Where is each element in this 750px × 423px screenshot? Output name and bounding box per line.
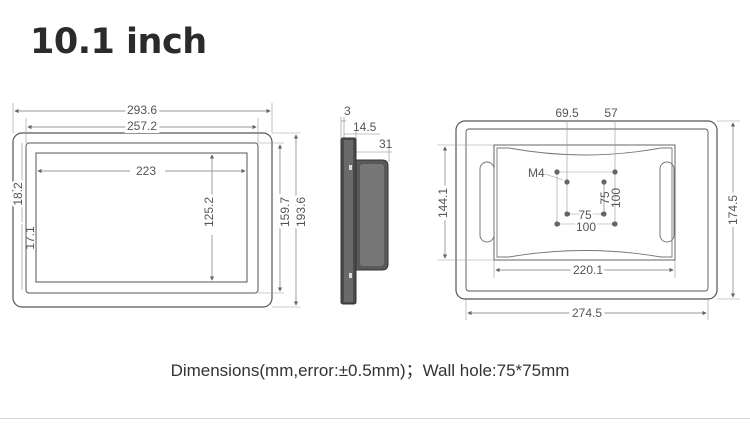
front-height-screen: 125.2 [202,197,216,227]
back-view [437,120,740,320]
front-outer-frame [12,132,273,308]
back-hole-75-v: 75 [598,191,612,205]
back-hole-x-a: 69.5 [555,106,579,120]
hole-100-br [612,221,618,227]
bottom-divider [0,418,750,419]
vesa-holes [554,169,618,227]
back-hole-x-b: 57 [604,106,618,120]
back-hole-75-h: 75 [578,208,592,222]
back-hole-100-v: 100 [609,188,623,208]
page-title: 10.1 inch [30,22,207,62]
hole-100-tr [612,169,618,175]
hole-75-bl [564,211,570,217]
hole-75-br [601,211,607,217]
back-outer-frame [455,120,718,300]
back-outer-height: 174.5 [726,195,740,225]
hole-75-tl [564,179,570,185]
back-hole-100-h: 100 [576,220,596,234]
side-dim-c: 31 [379,137,393,151]
front-width-outer: 293.6 [127,103,157,117]
back-handle-left [479,161,495,243]
back-handle-right [659,161,675,243]
side-dim-b: 14.5 [353,120,377,134]
side-view [340,117,392,305]
back-outer-width: 274.5 [572,306,602,320]
front-width-bezel: 257.2 [127,119,157,133]
back-inner-width: 220.1 [573,263,603,277]
front-screen [35,152,248,283]
back-panel [493,144,676,261]
front-view [12,103,300,308]
front-left-border-bottom: 17.1 [23,226,37,250]
dimensions-caption: Dimensions(mm,error:±0.5mm)；Wall hole:75… [170,361,570,380]
side-dim-a: 3 [344,104,351,118]
front-height-outer: 193.6 [294,197,308,227]
front-height-bezel: 159.7 [278,197,292,227]
back-screw-label: M4 [528,166,545,180]
hole-100-bl [554,221,560,227]
back-inner-frame [465,128,709,292]
hole-100-tl [554,169,560,175]
front-width-screen: 223 [136,164,156,178]
front-bezel [25,142,259,294]
front-left-border-top: 18.2 [11,182,25,206]
hole-75-tr [601,179,607,185]
back-inner-height: 144.1 [436,188,450,218]
